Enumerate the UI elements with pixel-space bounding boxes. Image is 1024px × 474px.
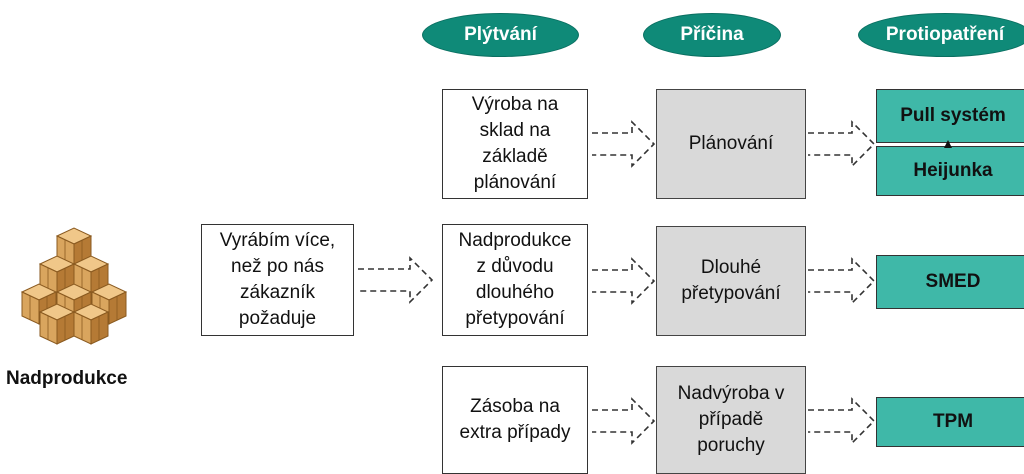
waste-box-3: Zásoba na extra případy xyxy=(442,366,588,474)
header-waste: Plýtvání xyxy=(422,13,579,57)
countermeasure-pull: Pull systém xyxy=(876,89,1024,143)
icon-label: Nadprodukce xyxy=(6,368,128,389)
arrow-waste2-to-cause2 xyxy=(592,257,656,305)
countermeasure-heijunka: Heijunka xyxy=(876,146,1024,196)
arrow-cause1-to-countermeasure1 xyxy=(808,120,876,168)
cause-box-1: Plánování xyxy=(656,89,806,199)
header-cause: Příčina xyxy=(643,13,781,57)
arrow-cause2-to-countermeasure2 xyxy=(808,257,876,305)
cause-box-2: Dlouhé přetypování xyxy=(656,226,806,336)
arrow-statement-to-waste xyxy=(358,256,434,304)
waste-box-1: Výroba na sklad na základě plánování xyxy=(442,89,588,199)
countermeasure-smed: SMED xyxy=(876,255,1024,309)
statement-box: Vyrábím více, než po nás zákazník požadu… xyxy=(201,224,354,336)
arrow-cause3-to-countermeasure3 xyxy=(808,397,876,445)
countermeasure-tpm: TPM xyxy=(876,397,1024,447)
header-countermeasure: Protiopatření xyxy=(858,13,1024,57)
cause-box-3: Nadvýroba v případě poruchy xyxy=(656,366,806,474)
waste-box-2: Nadprodukce z důvodu dlouhého přetypován… xyxy=(442,224,588,336)
arrow-waste1-to-cause1 xyxy=(592,120,656,168)
arrow-waste3-to-cause3 xyxy=(592,397,656,445)
